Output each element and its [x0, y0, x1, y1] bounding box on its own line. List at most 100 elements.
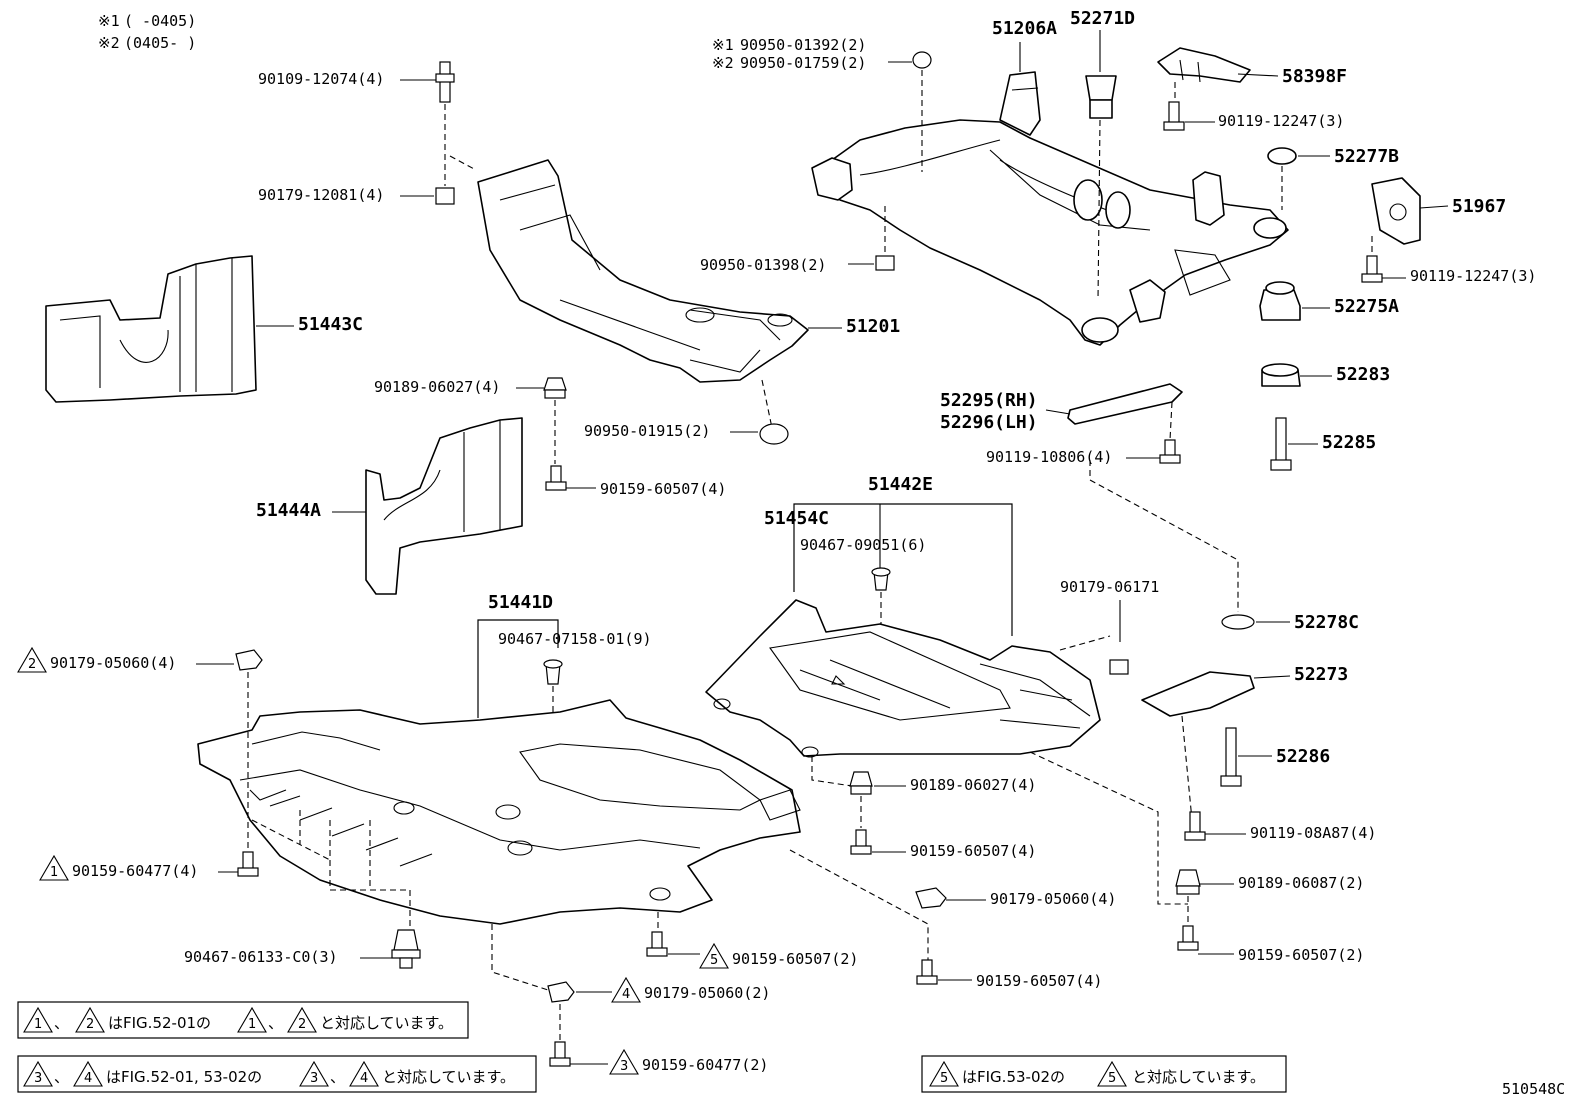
fn2-callout-3: 3 — [34, 1071, 42, 1086]
clip-90179-05060-a — [235, 649, 263, 671]
bolt-90159-60477-a — [237, 851, 259, 877]
label-52286: 52286 — [1276, 746, 1330, 767]
label-90159-60507-a: 90159-60507(4) — [600, 480, 726, 498]
fn1-callout-4: 2 — [298, 1017, 306, 1032]
front-crossmember-51201 — [477, 159, 809, 383]
label-52296: 52296(LH) — [940, 412, 1038, 433]
fn2-sep: 、 — [54, 1068, 69, 1086]
label-90950-01915: 90950-01915(2) — [584, 422, 710, 440]
label-58398F: 58398F — [1282, 66, 1347, 87]
label-52273: 52273 — [1294, 664, 1348, 685]
label-90119-10806: 90119-10806(4) — [986, 448, 1112, 466]
label-51443C: 51443C — [298, 314, 363, 335]
cover-51444A — [365, 417, 523, 595]
fn2-callout-4: 4 — [84, 1071, 92, 1086]
cover-51441D — [197, 699, 801, 925]
label-52275A: 52275A — [1334, 296, 1399, 317]
label-90119-08A87: 90119-08A87(4) — [1250, 824, 1376, 842]
label-90109-12074: 90109-12074(4) — [258, 70, 384, 88]
callout-2-a — [17, 646, 47, 673]
label-90119-12247-a: 90119-12247(3) — [1218, 112, 1344, 130]
retainer-52283 — [1261, 363, 1301, 387]
bolt-90159-60507-b — [850, 829, 872, 855]
label-52283: 52283 — [1336, 364, 1390, 385]
label-90950-01392: 90950-01392(2) — [740, 36, 866, 54]
callout-3-a — [609, 1048, 639, 1075]
label-90467-07158: 90467-07158-01(9) — [498, 630, 652, 648]
fn1-text: はFIG.52-01の — [108, 1014, 211, 1032]
label-51201: 51201 — [846, 316, 900, 337]
callout-1-a — [39, 854, 69, 881]
callout-5-a-digit: 5 — [710, 953, 718, 968]
fn3-callout-5b: 5 — [1108, 1071, 1116, 1086]
clip-90179-05060-b — [915, 887, 947, 909]
retainer-52278C — [1221, 614, 1255, 630]
nut-90179-06171 — [1109, 659, 1129, 675]
clip-90467-09051 — [871, 567, 891, 591]
label-90159-60507-c: 90159-60507(2) — [732, 950, 858, 968]
label-90179-12081: 90179-12081(4) — [258, 186, 384, 204]
note-mark-2: ※2 — [98, 34, 120, 52]
label-90159-60477-b: 90159-60477(2) — [642, 1056, 768, 1074]
fn1-callout-3: 1 — [248, 1017, 256, 1032]
bracket-58398F — [1157, 47, 1251, 83]
label-90179-05060-c: 90179-05060(2) — [644, 984, 770, 1002]
label-51444A: 51444A — [256, 500, 321, 521]
label-90159-60507-b: 90159-60507(4) — [910, 842, 1036, 860]
bolt-90159-60507-d — [916, 959, 938, 985]
label-90159-60507-d: 90159-60507(4) — [976, 972, 1102, 990]
bushing-52271D — [1085, 75, 1117, 119]
plug-90950-01392 — [912, 51, 932, 69]
nut-90189-06027-b — [849, 771, 873, 795]
label-52285: 52285 — [1322, 432, 1376, 453]
bolt-90119-12247-b — [1361, 255, 1383, 283]
footnote-box-1: 1 、 2 はFIG.52-01の 1 、 2 と対応しています。 — [17, 1001, 469, 1039]
bolt-52286 — [1220, 727, 1242, 787]
fn2-callout-4b: 4 — [360, 1071, 368, 1086]
bolt-90159-60507-c — [646, 931, 668, 957]
mark-2: ※2 — [712, 54, 734, 72]
callout-4-a — [611, 976, 641, 1003]
callout-4-a-digit: 4 — [622, 987, 630, 1002]
note-mark-1: ※1 — [98, 12, 120, 30]
label-90189-06027-a: 90189-06027(4) — [374, 378, 500, 396]
fn2-sep2: 、 — [330, 1068, 345, 1086]
seat-52277B — [1267, 147, 1297, 165]
fn1-callout-1: 1 — [34, 1017, 42, 1032]
bolt-90159-60507-e — [1177, 925, 1199, 951]
mark-1: ※1 — [712, 36, 734, 54]
nut-90179-12081 — [435, 187, 455, 205]
note-range-1: ( -0405) — [124, 12, 196, 30]
label-90189-06027-b: 90189-06027(4) — [910, 776, 1036, 794]
label-51442E: 51442E — [868, 474, 933, 495]
fn2-end: と対応しています。 — [382, 1068, 515, 1086]
label-90119-12247-b: 90119-12247(3) — [1410, 267, 1536, 285]
clip-90467-06133 — [391, 929, 421, 969]
figure-id: 510548C — [1502, 1080, 1565, 1098]
fn1-sep2: 、 — [268, 1014, 283, 1032]
label-90950-01759: 90950-01759(2) — [740, 54, 866, 72]
nut-90189-06027-a — [543, 377, 567, 399]
label-51454C: 51454C — [764, 508, 829, 529]
clip-90179-05060-c — [547, 981, 575, 1003]
bolt-90119-10806 — [1159, 439, 1181, 464]
label-52271D: 52271D — [1070, 8, 1135, 29]
label-90159-60507-e: 90159-60507(2) — [1238, 946, 1364, 964]
label-90189-06087: 90189-06087(2) — [1238, 874, 1364, 892]
fn1-sep: 、 — [54, 1014, 69, 1032]
footnote-box-2: 3 、 4 はFIG.52-01, 53-02の 3 、 4 と対応しています。 — [17, 1055, 537, 1093]
rear-suspension-member — [811, 71, 1289, 346]
cover-51442E — [705, 599, 1101, 758]
bolt-90159-60477-b — [549, 1041, 571, 1067]
fn1-end: と対応しています。 — [320, 1014, 453, 1032]
fn2-callout-3b: 3 — [310, 1071, 318, 1086]
brace-52295 — [1067, 383, 1183, 425]
callout-1-a-digit: 1 — [50, 865, 58, 880]
bolt-52285 — [1270, 417, 1292, 471]
label-90159-60477-a: 90159-60477(4) — [72, 862, 198, 880]
fn3-callout-5: 5 — [940, 1071, 948, 1086]
fn1-callout-2: 2 — [86, 1017, 94, 1032]
nut-90950-01398 — [875, 255, 895, 271]
fn3-end: と対応しています。 — [1132, 1068, 1265, 1086]
footnote-box-3: 5 はFIG.53-02の 5 と対応しています。 — [921, 1055, 1287, 1093]
